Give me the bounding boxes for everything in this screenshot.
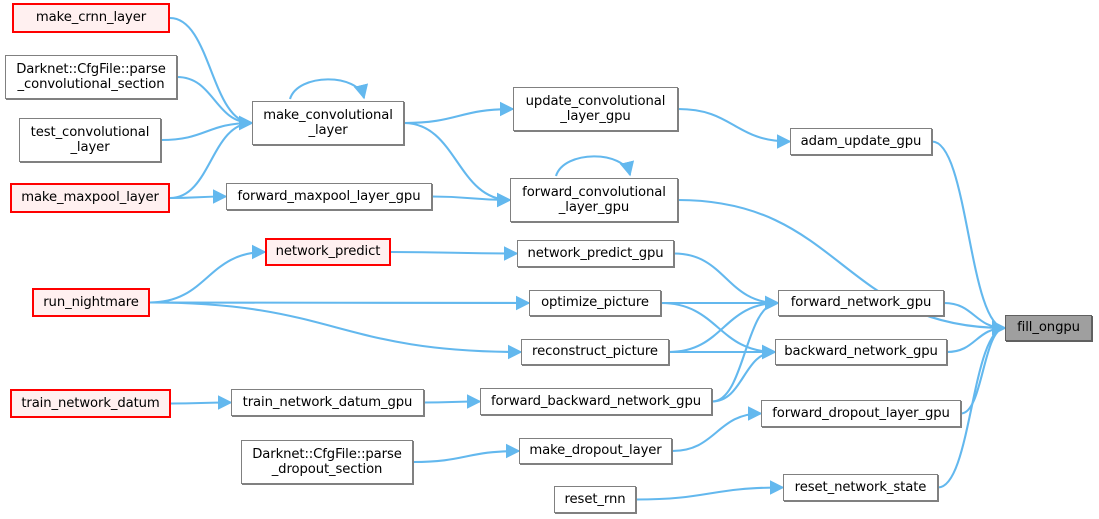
edge-train_network_datum-to-train_network_datum_gpu [170,395,233,410]
edge-reconstruct_picture-to-forward_network_gpu [668,295,780,354]
edge-forward_network_gpu-to-fill_ongpu [943,301,1007,336]
graph-node-make_dropout_layer[interactable]: make_dropout_layer [519,438,672,464]
graph-node-backward_network_gpu[interactable]: backward_network_gpu [775,339,947,365]
graph-node-forward_maxpool_layer_gpu[interactable]: forward_maxpool_layer_gpu [226,183,432,210]
graph-node-train_network_datum_gpu[interactable]: train_network_datum_gpu [231,389,424,416]
graph-node-adam_update_gpu[interactable]: adam_update_gpu [790,128,932,155]
edge-forward_backward_network_gpu-to-forward_network_gpu [711,295,780,403]
edge-make_convolutional_layer-to-make_convolutional_layer [288,78,369,100]
edge-make_convolutional_layer-to-update_convolutional_layer_gpu [403,101,515,125]
graph-node-test_convolutional_layer[interactable]: test_convolutional _layer [19,118,161,162]
graph-node-parse_dropout_section[interactable]: Darknet::CfgFile::parse _dropout_section [241,440,413,484]
edge-parse_dropout_section-to-make_dropout_layer [412,443,521,464]
graph-node-make_crnn_layer[interactable]: make_crnn_layer [12,3,170,33]
graph-node-parse_conv_section[interactable]: Darknet::CfgFile::parse _convolutional_s… [5,55,177,99]
edge-run_nightmare-to-network_predict [149,244,267,304]
edge-network_predict-to-network_predict_gpu [390,246,519,261]
edge-run_nightmare-to-reconstruct_picture [149,301,523,360]
graph-node-train_network_datum[interactable]: train_network_datum [10,389,171,418]
graph-node-update_convolutional_layer_gpu[interactable]: update_convolutional _layer_gpu [513,87,678,131]
edge-forward_dropout_layer_gpu-to-fill_ongpu [960,320,1007,415]
edge-network_predict_gpu-to-forward_network_gpu [673,252,780,311]
edge-optimize_picture-to-backward_network_gpu [660,301,777,360]
graph-node-reset_rnn[interactable]: reset_rnn [554,486,636,513]
edge-run_nightmare-to-optimize_picture [149,295,531,311]
edge-test_convolutional_layer-to-make_convolutional_layer [160,115,254,142]
edge-forward_backward_network_gpu-to-backward_network_gpu [711,344,777,403]
edge-backward_network_gpu-to-fill_ongpu [946,320,1007,354]
graph-node-make_maxpool_layer[interactable]: make_maxpool_layer [10,183,170,213]
edge-forward_maxpool_layer_gpu-to-forward_convolutional_layer_gpu [431,192,512,208]
graph-node-optimize_picture[interactable]: optimize_picture [529,290,661,316]
edge-make_crnn_layer-to-make_convolutional_layer [169,16,254,131]
graph-node-forward_dropout_layer_gpu[interactable]: forward_dropout_layer_gpu [761,400,961,427]
graph-node-fill_ongpu[interactable]: fill_ongpu [1005,315,1092,341]
graph-node-reconstruct_picture[interactable]: reconstruct_picture [521,339,669,365]
graph-node-network_predict_gpu[interactable]: network_predict_gpu [517,240,674,267]
graph-node-network_predict[interactable]: network_predict [265,238,391,266]
edge-reset_rnn-to-reset_network_state [635,480,785,501]
graph-node-reset_network_state[interactable]: reset_network_state [783,474,938,501]
graph-node-forward_convolutional_layer_gpu[interactable]: forward_convolutional _layer_gpu [510,178,678,222]
graph-node-forward_backward_network_gpu[interactable]: forward_backward_network_gpu [480,388,712,415]
edge-make_maxpool_layer-to-forward_maxpool_layer_gpu [169,189,228,204]
edge-make_dropout_layer-to-forward_dropout_layer_gpu [671,406,763,453]
graph-node-make_convolutional_layer[interactable]: make_convolutional _layer [252,101,404,145]
graph-node-forward_network_gpu[interactable]: forward_network_gpu [778,290,944,316]
graph-node-run_nightmare[interactable]: run_nightmare [32,288,150,317]
edge-train_network_datum_gpu-to-forward_backward_network_gpu [423,394,482,409]
edge-forward_convolutional_layer_gpu-to-forward_convolutional_layer_gpu [554,155,635,177]
edge-parse_conv_section-to-make_convolutional_layer [176,75,254,131]
edge-update_convolutional_layer_gpu-to-adam_update_gpu [677,107,792,149]
